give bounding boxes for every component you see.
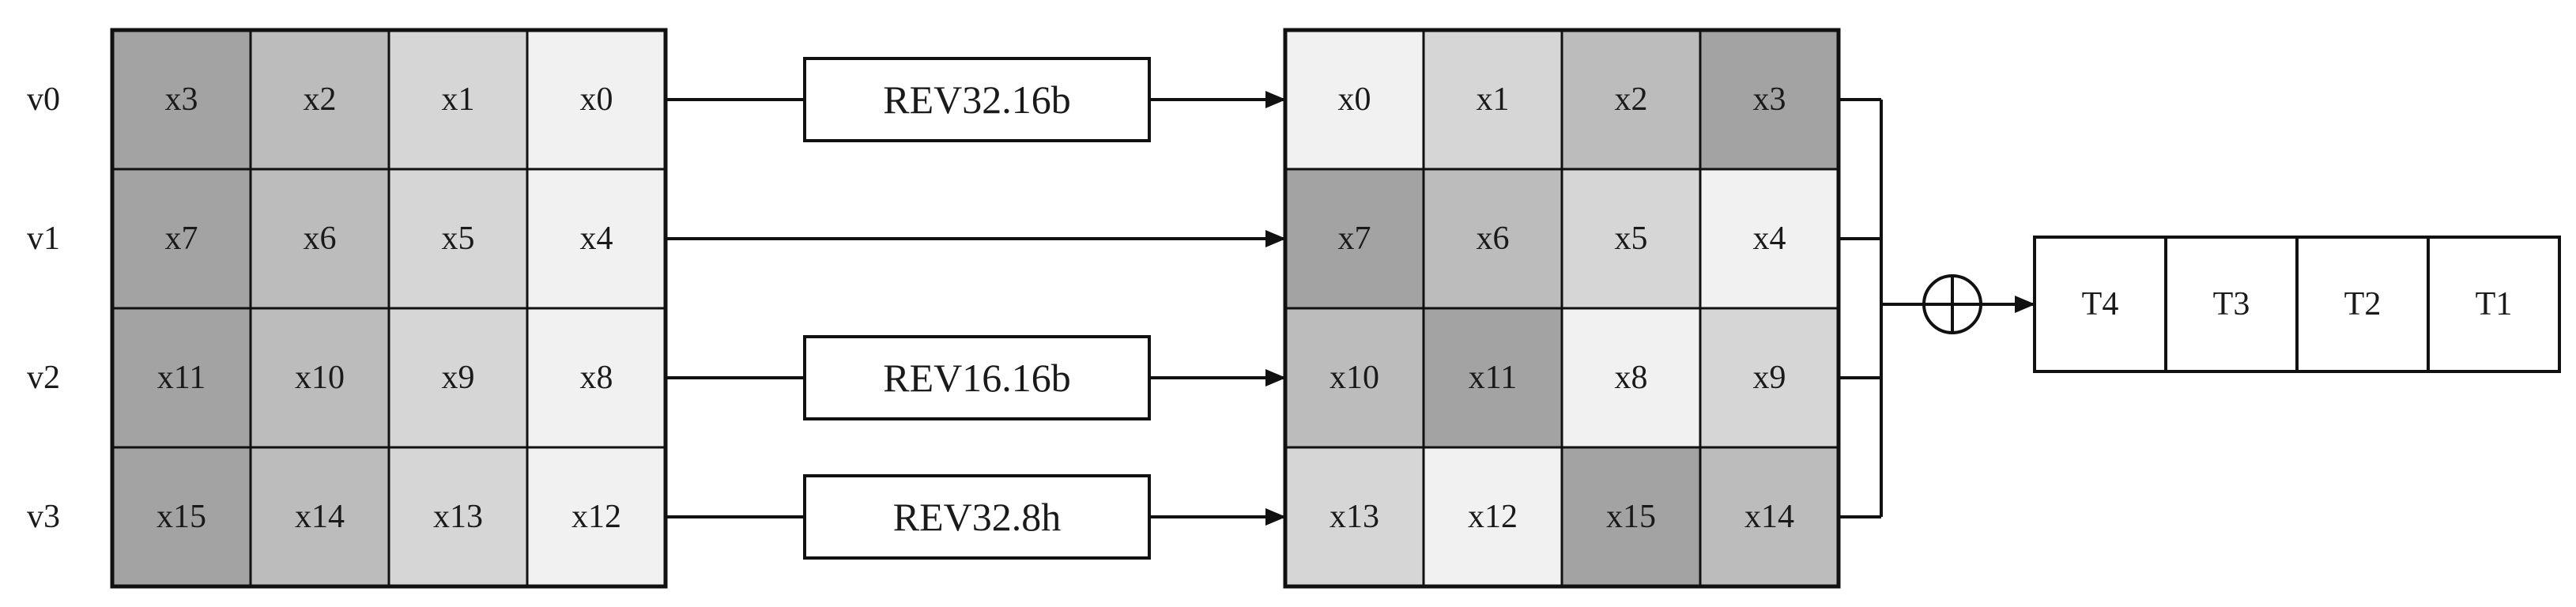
right-cell-label: x1 — [1477, 81, 1510, 118]
right-cell-label: x13 — [1329, 499, 1379, 535]
left-matrix: x3 x2 x1 x0 x7 x6 x5 x4 x11 x10 x9 x8 x15 x14 x13 x12 — [110, 28, 668, 589]
left-cell-x0: x0 — [526, 28, 667, 171]
left-cell-label: x4 — [580, 221, 613, 257]
right-cell-x1: x1 — [1422, 28, 1563, 171]
right-cell-x12: x12 — [1422, 446, 1563, 588]
right-cell-label: x12 — [1468, 499, 1518, 535]
left-cell-x15: x15 — [111, 446, 252, 588]
left-cell-x2: x2 — [249, 28, 390, 171]
output-cell-T1: T1 — [2427, 236, 2561, 373]
xor-icon — [1881, 274, 1982, 334]
right-cell-x3: x3 — [1699, 28, 1840, 171]
left-cell-label: x1 — [442, 81, 475, 118]
right-matrix: x0 x1 x2 x3 x7 x6 x5 x4 x10 x11 x8 x9 x13 x12 x15 x14 — [1283, 28, 1841, 589]
left-cell-label: x9 — [442, 360, 475, 396]
right-cell-x9: x9 — [1699, 307, 1840, 449]
output-cell-T3: T3 — [2164, 236, 2299, 373]
right-cell-label: x4 — [1753, 221, 1786, 257]
right-cell-x13: x13 — [1284, 446, 1425, 588]
left-cell-x10: x10 — [249, 307, 390, 449]
output-cell-T4: T4 — [2033, 236, 2167, 373]
right-cell-x2: x2 — [1560, 28, 1702, 171]
output-register: T4 T3 T2 T1 — [1981, 236, 2561, 373]
left-cell-label: x2 — [304, 81, 337, 118]
left-cell-label: x12 — [571, 499, 621, 535]
left-cell-x5: x5 — [387, 168, 529, 310]
left-matrix-border — [110, 28, 668, 589]
connectors — [666, 91, 1286, 526]
right-cell-label: x3 — [1753, 81, 1786, 118]
right-cell-label: x0 — [1338, 81, 1371, 118]
right-cell-x11: x11 — [1422, 307, 1563, 449]
left-cell-label: x7 — [165, 221, 198, 257]
right-cell-label: x6 — [1477, 221, 1510, 257]
output-cell-label: T2 — [2344, 286, 2382, 322]
operation-box-rev32-16b: REV32.16b — [803, 57, 1151, 142]
right-cell-label: x5 — [1615, 221, 1648, 257]
right-cell-x7: x7 — [1284, 168, 1425, 310]
left-cell-x11: x11 — [111, 307, 252, 449]
right-cell-label: x11 — [1469, 360, 1517, 396]
left-cell-label: x11 — [157, 360, 206, 396]
output-cell-label: T4 — [2082, 286, 2119, 322]
left-cell-label: x6 — [304, 221, 337, 257]
left-cell-x4: x4 — [526, 168, 667, 310]
output-cell-label: T3 — [2213, 286, 2250, 322]
right-cell-x15: x15 — [1560, 446, 1702, 588]
right-cell-x6: x6 — [1422, 168, 1563, 310]
right-cell-x4: x4 — [1699, 168, 1840, 310]
row-labels: v0 v1 v2 v3 — [27, 81, 60, 535]
left-cell-label: x5 — [442, 221, 475, 257]
left-cell-x14: x14 — [249, 446, 390, 588]
right-cell-label: x7 — [1338, 221, 1371, 257]
row-label-v3: v3 — [27, 499, 60, 535]
merge-lines — [1839, 98, 1883, 518]
left-cell-x3: x3 — [111, 28, 252, 171]
right-cell-x0: x0 — [1284, 28, 1425, 171]
right-cell-x5: x5 — [1560, 168, 1702, 310]
row-label-v1: v1 — [27, 221, 60, 257]
right-cell-label: x9 — [1753, 360, 1786, 396]
operation-box-rev32-8h: REV32.8h — [803, 474, 1151, 560]
left-cell-x8: x8 — [526, 307, 667, 449]
left-cell-label: x0 — [580, 81, 613, 118]
left-cell-label: x10 — [295, 360, 345, 396]
right-cell-label: x15 — [1606, 499, 1656, 535]
left-cell-x13: x13 — [387, 446, 529, 588]
left-cell-x9: x9 — [387, 307, 529, 449]
right-cell-label: x10 — [1329, 360, 1379, 396]
left-cell-x12: x12 — [526, 446, 667, 588]
left-cell-label: x15 — [157, 499, 206, 535]
right-cell-x14: x14 — [1699, 446, 1840, 588]
right-cell-label: x8 — [1615, 360, 1648, 396]
output-cell-label: T1 — [2476, 286, 2513, 322]
operation-label: REV16.16b — [883, 356, 1071, 400]
right-cell-x10: x10 — [1284, 307, 1425, 449]
output-cell-T2: T2 — [2295, 236, 2430, 373]
operation-label: REV32.8h — [893, 495, 1062, 539]
right-matrix-border — [1283, 28, 1841, 589]
left-cell-x1: x1 — [387, 28, 529, 171]
left-cell-label: x3 — [165, 81, 198, 118]
left-cell-x6: x6 — [249, 168, 390, 310]
row-label-v0: v0 — [27, 81, 60, 118]
operation-box-rev16-16b: REV16.16b — [803, 335, 1151, 420]
operation-label: REV32.16b — [883, 77, 1071, 122]
right-cell-x8: x8 — [1560, 307, 1702, 449]
right-cell-label: x2 — [1615, 81, 1648, 118]
left-cell-label: x13 — [433, 499, 483, 535]
left-cell-label: x14 — [295, 499, 345, 535]
right-cell-label: x14 — [1744, 499, 1794, 535]
left-cell-label: x8 — [580, 360, 613, 396]
left-cell-x7: x7 — [111, 168, 252, 310]
row-label-v2: v2 — [27, 360, 60, 396]
